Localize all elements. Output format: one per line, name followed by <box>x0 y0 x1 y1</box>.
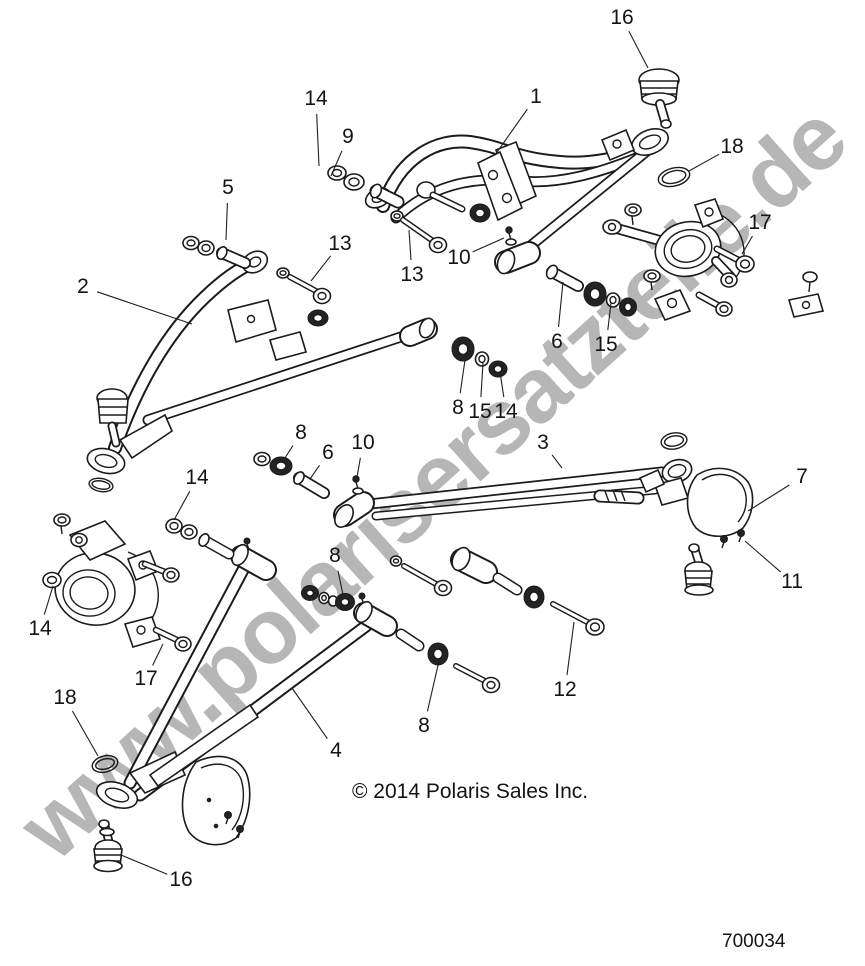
callout-16-0: 16 <box>610 6 634 29</box>
pivot-hardware-leg-b <box>395 628 501 694</box>
part-number: 700034 <box>722 931 786 952</box>
ball-joint-bottom-left <box>91 754 123 873</box>
callout-12-28: 12 <box>553 678 577 701</box>
leader-line-11-21 <box>744 540 782 573</box>
lower-control-arm-left <box>95 537 398 809</box>
copyright-text: © 2014 Polaris Sales Inc. <box>352 780 589 803</box>
callout-2-10: 2 <box>77 275 89 298</box>
pivot-hardware-leg-a <box>165 518 235 560</box>
leader-line-6-17 <box>309 464 320 480</box>
leader-line-8-16 <box>282 445 294 462</box>
leader-line-2-10 <box>97 291 193 325</box>
leader-line-14-2 <box>316 113 320 167</box>
callout-15-14: 15 <box>468 400 492 423</box>
callout-14-15: 14 <box>494 400 518 423</box>
leader-line-14-23 <box>43 585 54 615</box>
leader-line-15-14 <box>480 362 484 398</box>
ball-joint-top <box>638 68 680 129</box>
callout-18-25: 18 <box>53 686 77 709</box>
leader-line-17-5 <box>741 235 753 255</box>
leader-line-10-18 <box>356 457 361 478</box>
o-ring-right <box>657 166 691 188</box>
leader-line-6-11 <box>557 281 564 328</box>
leader-line-14-15 <box>499 371 505 398</box>
callout-1-1: 1 <box>530 85 542 108</box>
callout-11-21: 11 <box>781 570 803 593</box>
steering-knuckle-left <box>42 513 192 652</box>
spacer-bushing-row-right <box>545 264 637 317</box>
splash-shield-bottom <box>181 755 251 846</box>
callout-10-18: 10 <box>351 431 375 454</box>
callout-14-2: 14 <box>304 87 328 110</box>
leader-line-18-4 <box>688 153 720 172</box>
steering-knuckle-right <box>602 198 825 321</box>
leader-line-15-12 <box>607 302 612 331</box>
callout-6-17: 6 <box>322 441 334 464</box>
leader-line-13-7 <box>310 255 332 282</box>
callout-8-16: 8 <box>295 421 307 444</box>
callout-5-6: 5 <box>222 176 234 199</box>
upper-control-arm-right <box>364 127 669 275</box>
callout-3-19: 3 <box>537 431 549 454</box>
callout-14-23: 14 <box>28 617 52 640</box>
leader-line-14-22 <box>173 490 191 521</box>
callout-17-5: 17 <box>748 211 772 234</box>
ball-joint-middle-right <box>684 543 714 596</box>
leader-line-16-0 <box>628 31 649 69</box>
callout-14-22: 14 <box>185 466 209 489</box>
leader-line-5-6 <box>225 202 228 241</box>
callout-16-30: 16 <box>169 868 193 891</box>
splash-shield-right <box>686 467 754 549</box>
callout-15-12: 15 <box>594 333 618 356</box>
callout-13-7: 13 <box>328 232 352 255</box>
leader-line-3-19 <box>551 454 563 469</box>
leader-line-18-25 <box>71 710 99 757</box>
o-ring-middle <box>660 432 688 450</box>
bushing-row-mid <box>451 336 508 378</box>
leader-line-17-24 <box>152 643 164 666</box>
leader-line-13-8 <box>408 229 412 261</box>
callout-8-13: 8 <box>452 396 464 419</box>
leader-line-7-20 <box>747 484 790 512</box>
callout-9-3: 9 <box>342 125 354 148</box>
leader-line-12-28 <box>566 621 575 676</box>
leader-line-1-1 <box>494 108 528 156</box>
leader-line-9-3 <box>330 150 343 177</box>
callout-4-29: 4 <box>330 739 342 762</box>
callout-18-4: 18 <box>720 135 744 158</box>
callout-7-20: 7 <box>796 465 808 488</box>
lower-control-arm-middle <box>253 451 693 528</box>
leader-line-8-26 <box>337 570 344 596</box>
callout-17-24: 17 <box>134 667 158 690</box>
leader-line-8-27 <box>426 660 440 712</box>
hardware-mid-lower <box>301 546 605 636</box>
callout-8-26: 8 <box>329 544 341 567</box>
leader-line-4-29 <box>291 687 328 740</box>
upper-control-arm-left <box>86 250 438 493</box>
leader-line-16-30 <box>120 854 168 875</box>
leader-line-8-13 <box>459 352 467 394</box>
callout-10-9: 10 <box>447 246 471 269</box>
callout-8-27: 8 <box>418 714 430 737</box>
hardware-top-left <box>182 165 448 327</box>
callout-13-8: 13 <box>400 263 424 286</box>
leader-line-10-9 <box>472 237 505 253</box>
callout-6-11: 6 <box>551 330 563 353</box>
